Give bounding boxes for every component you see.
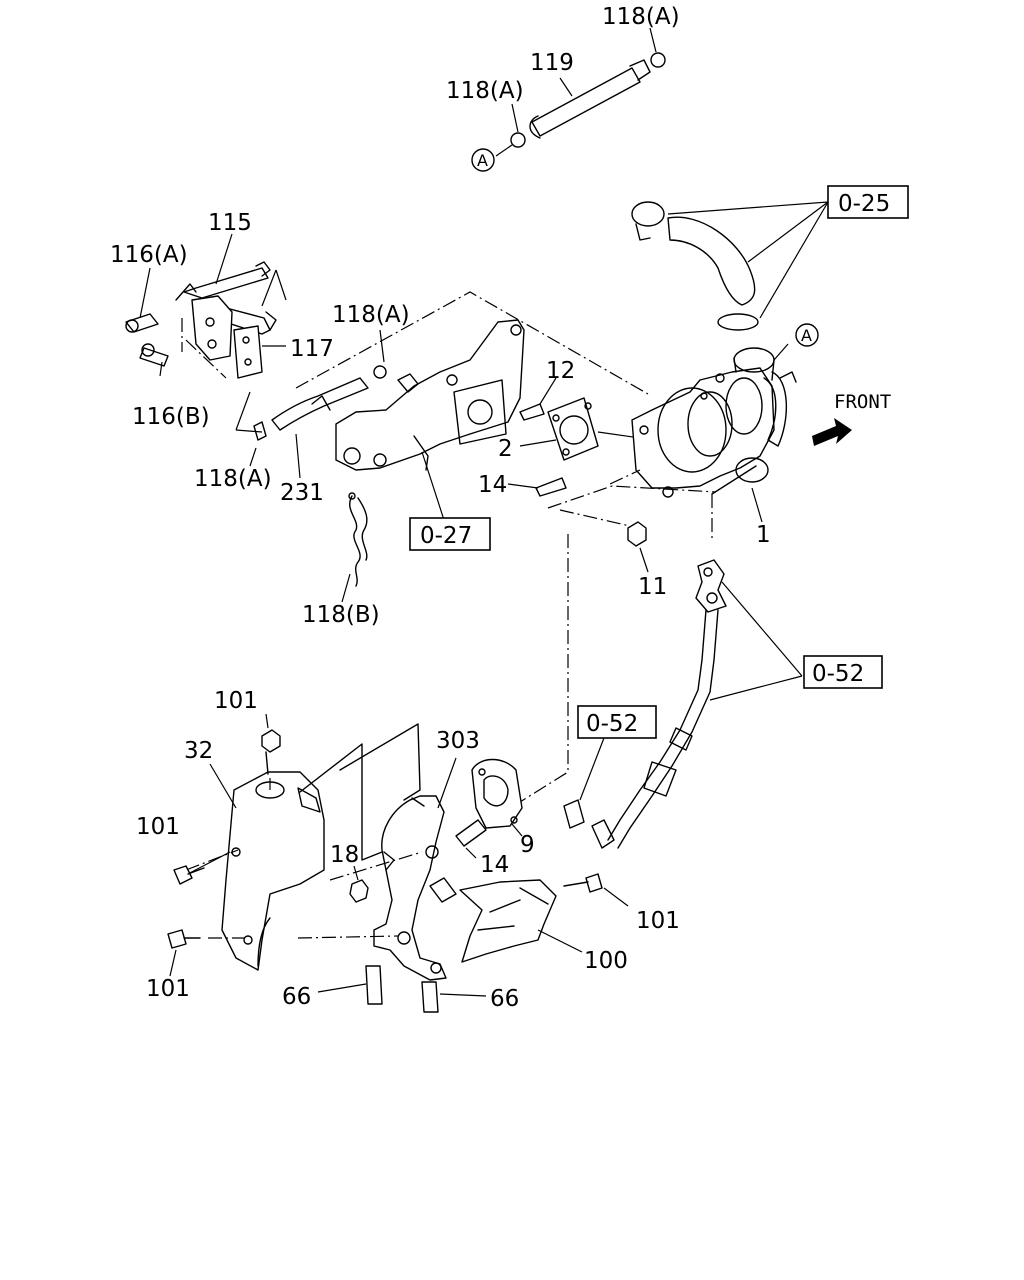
oil-return-pipe <box>563 559 803 849</box>
ref-0-52-left-text: 0-52 <box>586 711 638 737</box>
label-32: 32 <box>184 738 213 764</box>
label-118a-mid: 118(A) <box>446 78 524 104</box>
ref-box-0-27[interactable]: 0-27 <box>409 517 491 551</box>
label-18: 18 <box>330 842 359 868</box>
heat-shield-100 <box>429 877 583 963</box>
bolts-101 <box>167 713 629 977</box>
label-14-top: 14 <box>478 472 507 498</box>
label-101-top: 101 <box>214 688 258 714</box>
label-66-left: 66 <box>282 984 311 1010</box>
label-101-left: 101 <box>136 814 180 840</box>
label-101-right: 101 <box>636 908 680 934</box>
label-118a-left: 118(A) <box>194 466 272 492</box>
label-14-bottom: 14 <box>480 852 509 878</box>
exhaust-manifold <box>335 319 525 521</box>
label-2: 2 <box>498 436 513 462</box>
circle-a-marker-top: A <box>471 148 495 172</box>
label-117: 117 <box>290 336 334 362</box>
label-116a: 116(A) <box>110 242 188 268</box>
label-66-right: 66 <box>490 986 519 1012</box>
circle-a-marker-turbo: A <box>795 323 819 347</box>
label-100: 100 <box>584 948 628 974</box>
label-11: 11 <box>638 574 667 600</box>
label-231: 231 <box>280 480 324 506</box>
ref-box-0-52-left[interactable]: 0-52 <box>577 705 657 739</box>
hose-119 <box>495 27 666 157</box>
label-119: 119 <box>530 50 574 76</box>
ref-box-0-52-right[interactable]: 0-52 <box>803 655 883 689</box>
studs-66 <box>317 965 487 1013</box>
label-118a-top: 118(A) <box>602 4 680 30</box>
air-pipe-0-25 <box>631 201 829 331</box>
label-115: 115 <box>208 210 252 236</box>
outlet-303 <box>297 723 457 981</box>
svg-text:A: A <box>477 151 488 170</box>
turbocharger-1 <box>631 343 797 523</box>
stud-14-bottom <box>455 819 487 859</box>
label-1: 1 <box>756 522 771 548</box>
clip-118b <box>341 492 368 603</box>
label-303: 303 <box>436 728 480 754</box>
oil-pipe-115-assembly <box>125 233 287 379</box>
ref-box-0-25[interactable]: 0-25 <box>827 185 909 219</box>
pipe-231 <box>235 329 387 479</box>
label-9: 9 <box>520 832 535 858</box>
label-116b: 116(B) <box>132 404 210 430</box>
nut-18 <box>349 865 369 903</box>
label-118b: 118(B) <box>302 602 380 628</box>
nut-11 <box>627 521 649 573</box>
gasket-9 <box>471 758 523 837</box>
front-arrow <box>812 418 852 446</box>
label-12: 12 <box>546 358 575 384</box>
label-118a-center: 118(A) <box>332 302 410 328</box>
label-101-bottom: 101 <box>146 976 190 1002</box>
svg-text:A: A <box>801 326 812 345</box>
gasket-2-stud-12 <box>507 377 641 497</box>
label-front: FRONT <box>834 391 891 413</box>
heat-shield-32 <box>183 763 325 971</box>
ref-0-27-text: 0-27 <box>420 523 472 549</box>
ref-0-25-text: 0-25 <box>838 191 890 217</box>
dash-connectors <box>295 291 717 803</box>
ref-0-52-right-text: 0-52 <box>812 661 864 687</box>
